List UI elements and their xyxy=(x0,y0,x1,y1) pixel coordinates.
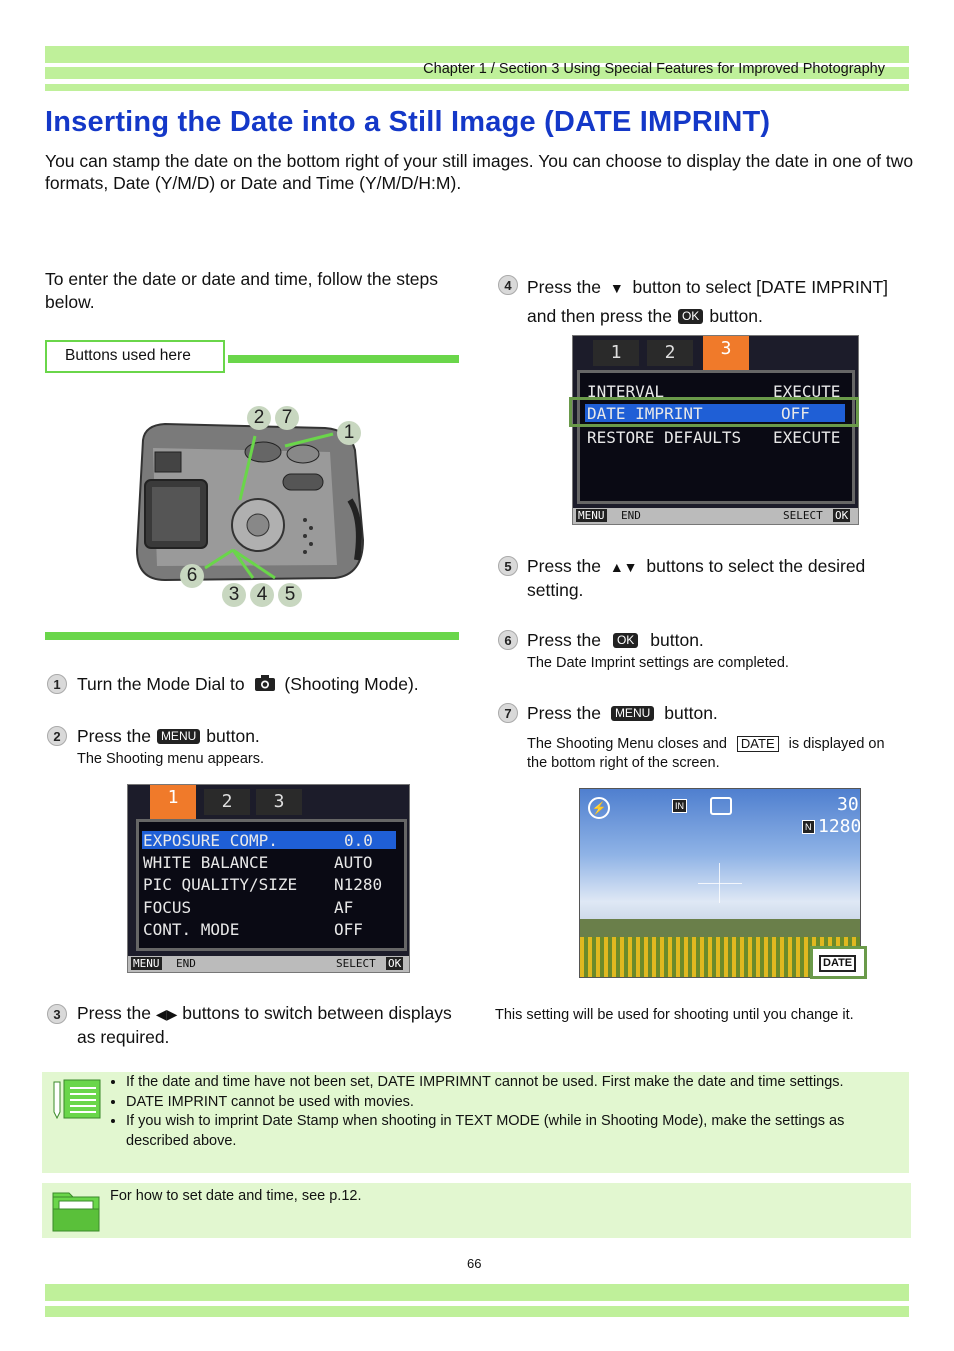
up-down-arrows-icon: ▲▼ xyxy=(609,559,638,575)
final-note: This setting will be used for shooting u… xyxy=(495,1007,854,1023)
menu2-tab-3: 3 xyxy=(703,336,749,370)
flash-icon: ⚡ xyxy=(588,797,610,819)
callout-4: 4 xyxy=(250,583,274,607)
step-3-number: 3 xyxy=(47,1004,67,1024)
callout-3: 3 xyxy=(222,583,246,607)
menu1-row-value: N1280 xyxy=(334,875,383,894)
folder-icon xyxy=(52,1192,100,1232)
note-item: DATE IMPRINT cannot be used with movies. xyxy=(126,1093,906,1113)
header-band-bottom xyxy=(45,84,909,91)
date-badge: DATE xyxy=(736,736,779,752)
intro-text: You can stamp the date on the bottom rig… xyxy=(45,151,914,193)
lead-text: To enter the date or date and time, foll… xyxy=(45,269,439,312)
camera-illustration xyxy=(135,422,365,582)
shooting-menu-screen-3: 1 2 3 INTERVAL EXECUTE DATE IMPRINT OFF … xyxy=(572,335,859,525)
step-2-sub: The Shooting menu appears. xyxy=(77,751,265,767)
callout-7: 7 xyxy=(275,406,299,430)
callout-6: 6 xyxy=(180,564,204,588)
date-imprint-highlight-frame xyxy=(569,397,859,427)
n-quality-icon: N xyxy=(802,820,815,834)
footer-band-bottom xyxy=(45,1306,909,1317)
buttons-used-rule xyxy=(228,355,459,363)
step-4-text: Press the ▼ button to select [DATE IMPRI… xyxy=(527,277,888,326)
date-stamp-highlight: DATE xyxy=(810,946,867,979)
menu2-row-label: INTERVAL xyxy=(587,382,665,401)
camera-mode-icon xyxy=(710,797,732,815)
memo-icon xyxy=(53,1079,101,1120)
menu-button-badge: MENU xyxy=(156,729,201,744)
in-memory-icon: IN xyxy=(672,799,687,813)
reference-text: For how to set date and time, see p.12. xyxy=(110,1188,362,1204)
menu1-row-label: FOCUS xyxy=(143,898,192,917)
step-6-number: 6 xyxy=(498,630,518,650)
menu2-row-label: DATE IMPRINT xyxy=(587,404,703,423)
header-band-mid xyxy=(45,67,909,79)
date-stamp-badge: DATE xyxy=(819,955,857,972)
shots-remaining: 30 xyxy=(837,794,859,815)
step-6-sub: The Date Imprint settings are completed. xyxy=(527,655,789,671)
left-right-arrows-icon: ◀▶ xyxy=(155,1006,178,1022)
image-size: 1280 xyxy=(818,816,861,837)
section-rule-left xyxy=(45,632,459,640)
header-band-top xyxy=(45,46,909,63)
menu-button-badge: MENU xyxy=(610,706,655,721)
step-3-text: Press the ◀▶ buttons to switch between d… xyxy=(77,1003,452,1047)
menu2-row-value: EXECUTE xyxy=(773,382,841,401)
page-number: 66 xyxy=(467,1256,482,1271)
shooting-menu-screen-1: 1 2 3 EXPOSURE COMP. 0.0 WHITE BALANCE A… xyxy=(127,784,410,973)
footer-band-top xyxy=(45,1284,909,1301)
menu2-row-value: EXECUTE xyxy=(773,428,841,447)
callout-5: 5 xyxy=(278,583,302,607)
ok-button-badge: OK xyxy=(612,633,639,648)
note-item: If you wish to imprint Date Stamp when s… xyxy=(126,1112,906,1151)
menu2-highlight xyxy=(585,404,845,422)
page-title: Inserting the Date into a Still Image (D… xyxy=(45,106,771,138)
down-arrow-icon: ▼ xyxy=(609,280,624,296)
menu1-row-value: OFF xyxy=(334,920,363,939)
step-5-number: 5 xyxy=(498,556,518,576)
step-2-number: 2 xyxy=(47,726,67,746)
buttons-used-label-box: Buttons used here xyxy=(45,340,225,373)
menu1-row-value: AF xyxy=(334,898,354,917)
step-4-number: 4 xyxy=(498,275,518,295)
menu2-tab-2: 2 xyxy=(647,340,693,366)
step-1-text: Turn the Mode Dial to (Shooting Mode). xyxy=(77,674,419,694)
menu2-row-label: RESTORE DEFAULTS xyxy=(587,428,742,447)
step-5-text: Press the ▲▼ buttons to select the desir… xyxy=(527,556,866,600)
menu1-tab-1: 1 xyxy=(150,785,196,819)
menu1-row-label: EXPOSURE COMP. xyxy=(143,831,278,850)
menu1-tab-2: 2 xyxy=(204,789,250,815)
menu1-row-value: 0.0 xyxy=(344,831,373,850)
note-item: If the date and time have not been set, … xyxy=(126,1073,906,1093)
menu1-row-label: WHITE BALANCE xyxy=(143,853,269,872)
step-7-number: 7 xyxy=(498,703,518,723)
menu1-row-label: PIC QUALITY/SIZE xyxy=(143,875,298,894)
chapter-header: Chapter 1 / Section 3 Using Special Feat… xyxy=(423,61,885,77)
camera-mode-icon xyxy=(254,675,275,691)
reference-box: For how to set date and time, see p.12. xyxy=(42,1183,911,1238)
menu1-highlight xyxy=(142,831,396,849)
notes-list: If the date and time have not been set, … xyxy=(110,1073,906,1151)
menu1-row-value: AUTO xyxy=(334,853,373,872)
menu2-bottom-bar: MENU END SELECT OK xyxy=(573,508,858,524)
notes-box: If the date and time have not been set, … xyxy=(42,1072,909,1173)
menu1-row-label: CONT. MODE xyxy=(143,920,240,939)
ok-button-badge: OK xyxy=(677,309,704,324)
callout-2: 2 xyxy=(247,406,271,430)
buttons-used-label: Buttons used here xyxy=(65,347,191,364)
menu1-bottom-bar: MENU END SELECT OK xyxy=(128,956,409,972)
callout-1: 1 xyxy=(337,421,361,445)
menu1-tab-3: 3 xyxy=(256,789,302,815)
step-1-number: 1 xyxy=(47,674,67,694)
menu2-row-value: OFF xyxy=(781,404,810,423)
menu2-tab-1: 1 xyxy=(593,340,639,366)
